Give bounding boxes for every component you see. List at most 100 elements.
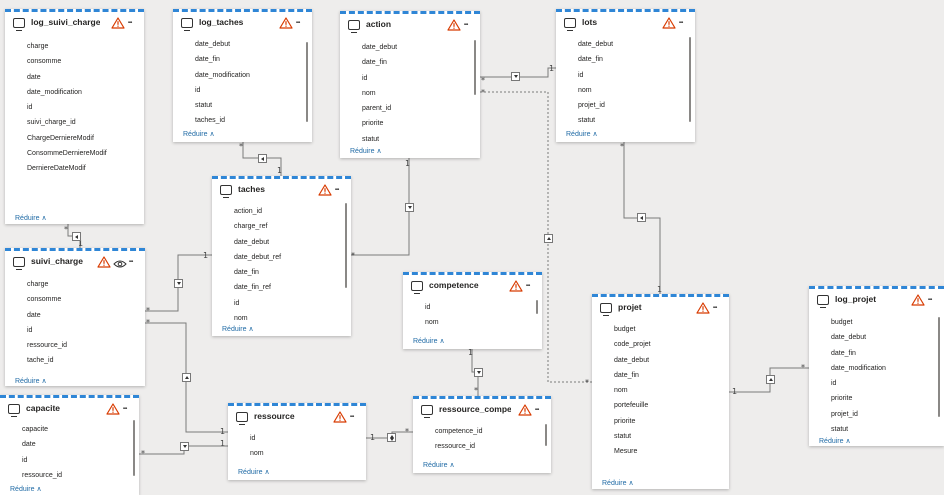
table-header[interactable]: log_taches••• [173, 12, 312, 36]
collapse-button[interactable]: Réduire∧ [15, 377, 47, 385]
field-item[interactable]: date_debut [362, 44, 398, 51]
more-options-icon[interactable]: ••• [123, 406, 127, 412]
table-header[interactable]: ressource••• [228, 406, 366, 430]
field-item[interactable]: statut [578, 117, 596, 125]
field-item[interactable]: id [195, 86, 201, 94]
scrollbar[interactable] [688, 37, 691, 122]
collapse-button[interactable]: Réduire∧ [10, 485, 42, 493]
field-item[interactable]: tache_id [27, 357, 54, 365]
table-header[interactable]: projet••• [592, 297, 729, 321]
field-item[interactable]: date_fin [234, 269, 259, 277]
field-item[interactable]: date_fin_ref [234, 284, 271, 292]
field-item[interactable]: charge [27, 281, 49, 288]
field-item[interactable]: priorite [362, 120, 384, 128]
table-card-ressource-competence[interactable]: ressource_compete...•••competence_idress… [413, 396, 551, 473]
more-options-icon[interactable]: ••• [129, 259, 133, 265]
field-item[interactable]: date_modification [27, 88, 82, 96]
scrollbar[interactable] [132, 420, 135, 476]
field-item[interactable]: ressource_id [27, 342, 68, 350]
table-header[interactable]: taches••• [212, 179, 351, 203]
field-item[interactable]: portefeuille [614, 402, 649, 410]
field-item[interactable]: charge_ref [234, 223, 268, 231]
field-item[interactable]: id [22, 456, 28, 464]
field-item[interactable]: date_debut [831, 334, 867, 342]
warning-icon[interactable] [111, 16, 125, 29]
field-item[interactable]: date_fin [195, 56, 220, 64]
field-item[interactable]: budget [831, 319, 853, 326]
table-header[interactable]: lots••• [556, 12, 695, 36]
field-item[interactable]: Mesure [614, 448, 638, 456]
field-item[interactable]: ConsommeDerniereModif [27, 150, 107, 158]
field-item[interactable]: taches_id [195, 117, 225, 125]
field-item[interactable]: parent_id [362, 105, 392, 113]
more-options-icon[interactable]: ••• [928, 297, 932, 303]
field-item[interactable]: id [27, 104, 33, 112]
field-item[interactable]: priorite [831, 395, 853, 403]
field-item[interactable]: date_debut_ref [234, 253, 282, 261]
warning-icon[interactable] [447, 18, 461, 31]
field-item[interactable]: id [578, 71, 584, 79]
table-card-log-taches[interactable]: log_taches••• date_debut date_fin date_modi… [173, 9, 312, 142]
field-item[interactable]: date_modification [195, 71, 250, 79]
field-item[interactable]: projet_id [831, 410, 858, 418]
table-header[interactable]: log_projet••• [809, 289, 944, 313]
field-item[interactable]: date_debut [195, 41, 231, 48]
collapse-button[interactable]: Réduire∧ [602, 479, 634, 487]
collapse-button[interactable]: Réduire∧ [423, 461, 455, 469]
field-item[interactable]: ressource_id [22, 471, 63, 479]
more-options-icon[interactable]: ••• [526, 283, 530, 289]
more-options-icon[interactable]: ••• [713, 305, 717, 311]
field-item[interactable]: date [27, 311, 41, 319]
field-item[interactable]: DerniereDateModif [27, 165, 86, 173]
collapse-button[interactable]: Réduire∧ [819, 437, 851, 445]
field-item[interactable]: statut [195, 102, 213, 110]
field-item[interactable]: statut [614, 433, 632, 441]
collapse-button[interactable]: Réduire∧ [222, 325, 254, 333]
warning-icon[interactable] [279, 16, 293, 29]
table-header[interactable]: competence••• [403, 275, 542, 299]
field-item[interactable]: nom [425, 319, 439, 327]
warning-icon[interactable] [333, 410, 347, 423]
scrollbar[interactable] [344, 203, 347, 288]
field-item[interactable]: id [27, 326, 33, 334]
field-item[interactable]: suivi_charge_id [27, 119, 76, 127]
field-item[interactable]: priorite [614, 417, 636, 425]
field-item[interactable]: id [831, 380, 837, 388]
scrollbar[interactable] [305, 42, 308, 122]
field-item[interactable]: nom [578, 86, 592, 94]
warning-icon[interactable] [318, 183, 332, 196]
field-item[interactable]: id [250, 435, 256, 442]
warning-icon[interactable] [509, 279, 523, 292]
field-item[interactable]: ChargeDerniereModif [27, 134, 94, 142]
eye-icon[interactable] [113, 256, 127, 268]
collapse-button[interactable]: Réduire∧ [15, 214, 47, 222]
field-item[interactable]: date [22, 441, 36, 449]
field-item[interactable]: date_debut [234, 238, 270, 246]
field-item[interactable]: date_fin [578, 56, 603, 64]
more-options-icon[interactable]: ••• [128, 20, 132, 26]
warning-icon[interactable] [662, 16, 676, 29]
field-item[interactable]: statut [362, 135, 380, 143]
field-item[interactable]: nom [362, 89, 376, 97]
field-item[interactable]: budget [614, 326, 636, 333]
table-header[interactable]: suivi_charge••• [5, 251, 145, 275]
collapse-button[interactable]: Réduire∧ [183, 130, 215, 138]
field-item[interactable]: id [362, 74, 368, 82]
scrollbar[interactable] [544, 424, 547, 446]
field-item[interactable]: charge [27, 43, 49, 50]
field-item[interactable]: nom [234, 315, 248, 322]
table-header[interactable]: ressource_compete...••• [413, 399, 551, 423]
field-item[interactable]: consomme [27, 58, 62, 66]
scrollbar[interactable] [535, 300, 538, 314]
field-item[interactable]: action_id [234, 208, 263, 215]
field-item[interactable]: code_projet [614, 341, 651, 349]
